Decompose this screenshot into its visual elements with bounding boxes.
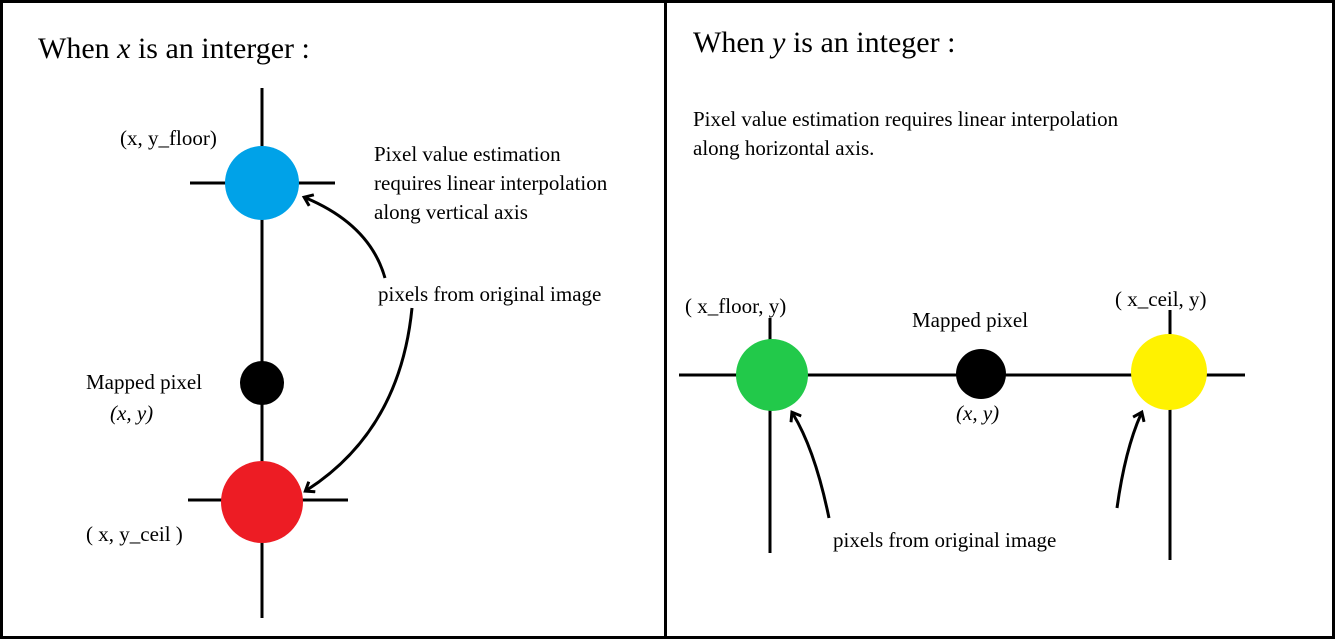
original-pixels-label: pixels from original image (378, 282, 602, 306)
mapped-pixel-label: Mapped pixel (912, 308, 1029, 332)
panel-divider (664, 0, 667, 639)
top-pixel (225, 146, 299, 220)
mapped-pixel-label: Mapped pixel (86, 370, 203, 394)
left-diagram (188, 88, 414, 618)
left-description: Pixel value estimation requires linear i… (374, 142, 608, 224)
left-pixel-label: ( x_floor, y) (685, 294, 787, 318)
mapped-pixel (240, 361, 284, 405)
right-description: Pixel value estimation requires linear i… (693, 107, 1119, 160)
right-panel: When y is an integer : Pixel value estim… (667, 0, 1335, 639)
original-pixels-label: pixels from original image (833, 528, 1057, 552)
arrow-to-left-pixel (793, 414, 831, 519)
right-pixel-label: ( x_ceil, y) (1115, 287, 1207, 311)
arrow-to-bottom-pixel (307, 307, 414, 490)
mapped-pixel-coord: (x, y) (110, 401, 154, 425)
right-pixel (1131, 334, 1207, 410)
arrow-to-top-pixel (306, 198, 387, 279)
bottom-pixel-label: ( x, y_ceil ) (86, 522, 183, 546)
right-diagram (679, 310, 1245, 560)
mapped-pixel-coord: (x, y) (956, 401, 1000, 425)
left-panel: When x is an interger : Pixel value esti… (0, 0, 667, 639)
right-title: When y is an integer : (693, 26, 956, 59)
left-title: When x is an interger : (38, 32, 310, 65)
left-pixel (736, 339, 808, 411)
bottom-pixel (221, 461, 303, 543)
arrow-to-right-pixel (1115, 414, 1141, 509)
mapped-pixel (956, 349, 1006, 399)
top-pixel-label: (x, y_floor) (120, 126, 217, 150)
